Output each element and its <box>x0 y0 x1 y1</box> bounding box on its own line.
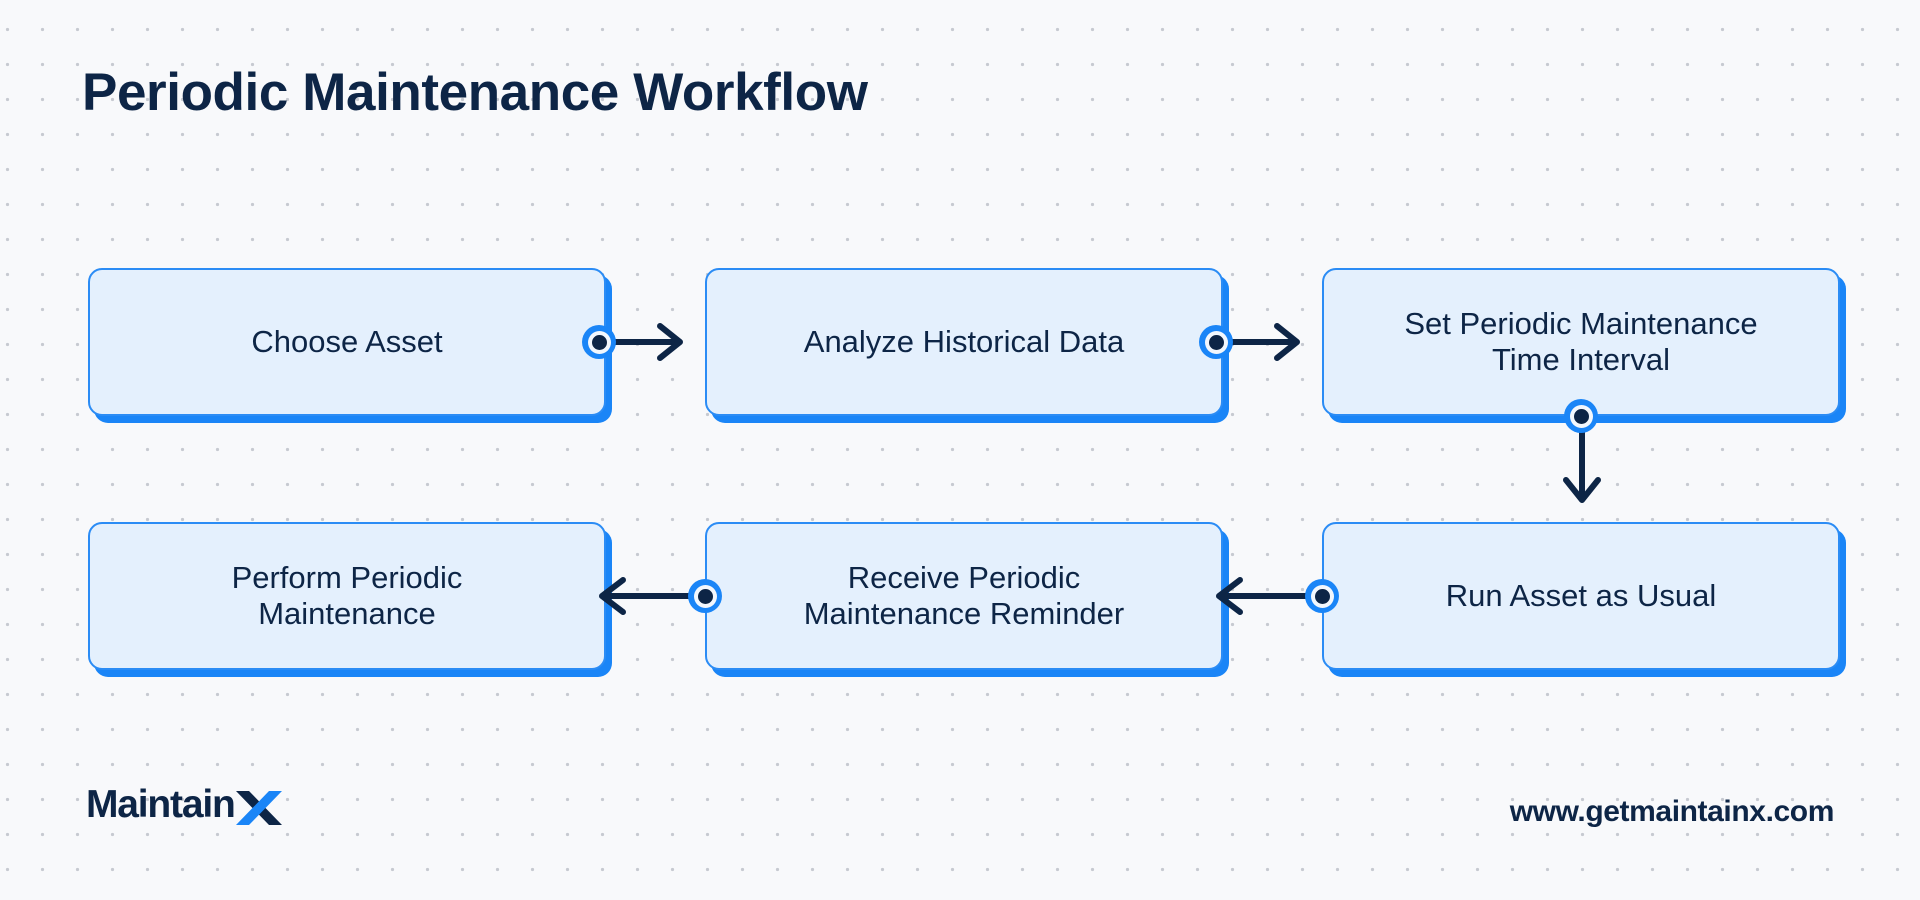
flow-node-set-interval[interactable]: Set Periodic Maintenance Time Interval <box>1322 268 1840 416</box>
flow-node-label: Choose Asset <box>251 324 443 360</box>
logo-x-icon <box>235 791 282 825</box>
arrow-left-icon <box>599 577 693 615</box>
connector-node-icon <box>688 579 722 613</box>
flow-node-label: Analyze Historical Data <box>803 324 1125 360</box>
website-url: www.getmaintainx.com <box>1509 795 1835 828</box>
flow-node-label: Receive Periodic Maintenance Reminder <box>803 560 1125 631</box>
flow-node-choose-asset[interactable]: Choose Asset <box>88 268 606 416</box>
connector-node-icon <box>1305 579 1339 613</box>
connector-node-icon <box>1199 325 1233 359</box>
flow-node-receive-reminder[interactable]: Receive Periodic Maintenance Reminder <box>705 522 1223 670</box>
flow-node-label: Run Asset as Usual <box>1445 578 1717 614</box>
maintainx-logo: Maintain <box>86 785 282 831</box>
flow-node-label: Perform Periodic Maintenance <box>231 560 463 631</box>
flow-node-perform-maintenance[interactable]: Perform Periodic Maintenance <box>88 522 606 670</box>
connector-node-icon <box>1564 399 1598 433</box>
flow-node-analyze-data[interactable]: Analyze Historical Data <box>705 268 1223 416</box>
connector-node-icon <box>582 325 616 359</box>
flow-node-run-asset[interactable]: Run Asset as Usual <box>1322 522 1840 670</box>
flow-node-label: Set Periodic Maintenance Time Interval <box>1404 306 1758 377</box>
logo-wordmark: Maintain <box>86 783 236 826</box>
page-title: Periodic Maintenance Workflow <box>82 63 868 122</box>
arrow-left-icon <box>1216 577 1310 615</box>
